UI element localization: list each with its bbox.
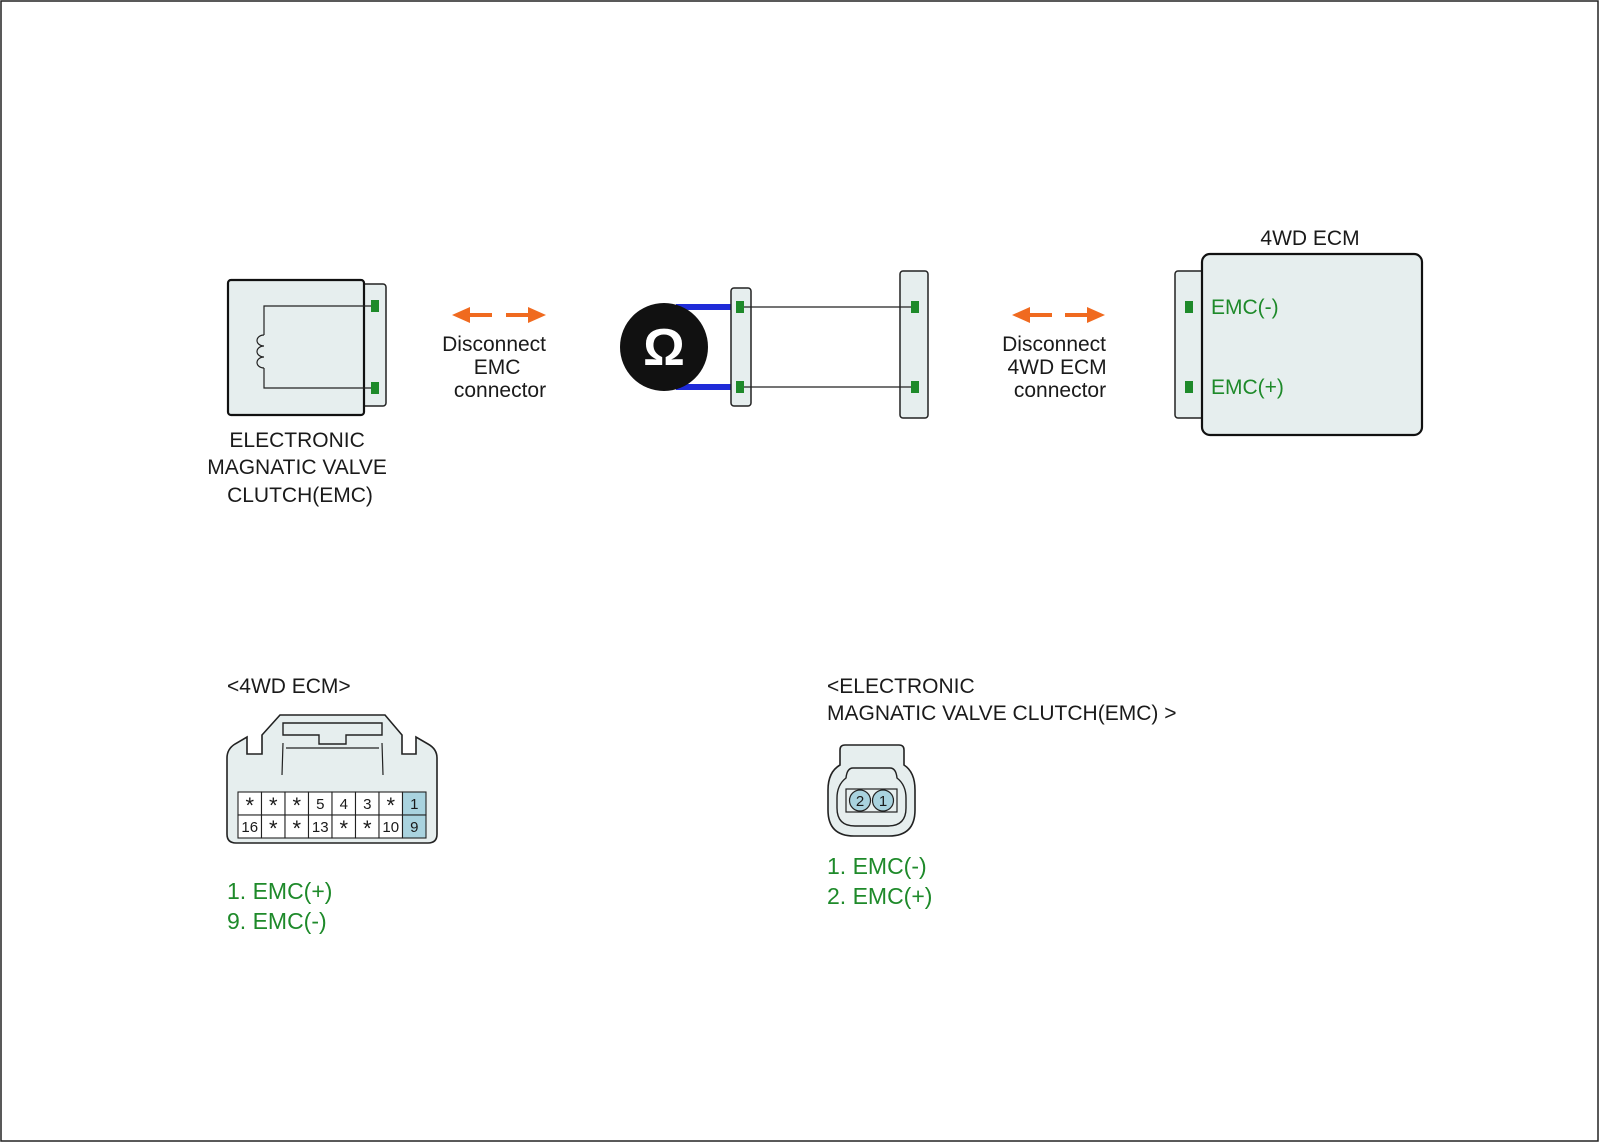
ecm-pin-cell-label: * — [363, 816, 372, 841]
omega-icon: Ω — [643, 319, 685, 377]
ecm-connector-title: <4WD ECM> — [227, 675, 351, 698]
disconnect-ecm-line: Disconnect — [1002, 333, 1106, 356]
emc-pin-entry: 2. EMC(+) — [827, 883, 932, 909]
ecm-pin-cell-label: 13 — [312, 819, 329, 836]
disconnect-ecm-line: 4WD ECM — [1007, 356, 1106, 379]
emc-connector-title-line: MAGNATIC VALVE CLUTCH(EMC) > — [827, 702, 1176, 725]
harness-pin — [911, 381, 919, 393]
disconnect-ecm-indicator: Disconnect 4WD ECM connector — [1002, 307, 1112, 402]
ecm-pin-cell-label: * — [292, 793, 301, 818]
ecm-pin-cell — [401, 814, 427, 839]
emc-pin-bottom — [371, 382, 379, 394]
double-arrow-icon — [1012, 307, 1105, 323]
ecm-connector-ridge — [381, 742, 384, 776]
coil-icon — [256, 334, 265, 369]
ecm-pin-cell-label: 16 — [241, 819, 258, 836]
emc-connector-pin-1 — [871, 789, 895, 812]
emc-label-line: MAGNATIC VALVE — [207, 456, 387, 479]
ecm-pin-cell-label: 9 — [410, 819, 418, 836]
ecm-title: 4WD ECM — [1260, 227, 1359, 250]
ecm-pin-top-label: EMC(-) — [1211, 296, 1279, 319]
emc-label: ELECTRONIC MAGNATIC VALVE CLUTCH(EMC) — [207, 429, 393, 507]
emc-connector-cell-label: 2 — [856, 793, 864, 810]
ecm-pin-cell-label: * — [269, 793, 278, 818]
ecm-pin-cell-label: 3 — [363, 796, 371, 813]
emc-label-line: CLUTCH(EMC) — [227, 484, 373, 507]
disconnect-emc-line: connector — [454, 379, 546, 402]
ecm-body — [1200, 252, 1424, 437]
emc-connector-cell-label: 1 — [879, 793, 887, 810]
ecm-connector-latch — [282, 722, 383, 745]
emc-body — [226, 278, 366, 417]
ecm-pin-cell-label: * — [292, 816, 301, 841]
ecm-pin-bottom-label: EMC(+) — [1211, 376, 1284, 399]
ecm-pin-cell-label: 1 — [410, 796, 418, 813]
ecm-connector-ridge — [281, 742, 284, 776]
emc-label-line: ELECTRONIC — [229, 429, 364, 452]
ecm-pin-bottom — [1185, 381, 1193, 393]
harness-pin — [911, 301, 919, 313]
double-arrow-icon — [452, 307, 546, 323]
disconnect-emc-line: EMC — [474, 356, 521, 379]
ohmmeter-circle — [620, 303, 708, 391]
ecm-pin-cell-label: 4 — [340, 796, 348, 813]
disconnect-emc-indicator: Disconnect EMC connector — [442, 307, 552, 402]
ecm-pin-entry: 1. EMC(+) — [227, 878, 332, 904]
emc-wire-top — [263, 305, 373, 335]
emc-component: ELECTRONIC MAGNATIC VALVE CLUTCH(EMC) — [207, 278, 393, 507]
ecm-pin-cell-label: * — [269, 816, 278, 841]
emc-connector-title-line: <ELECTRONIC — [827, 675, 975, 698]
emc-connector-face: <ELECTRONIC MAGNATIC VALVE CLUTCH(EMC) >… — [827, 675, 1176, 909]
disconnect-ecm-line: connector — [1014, 379, 1106, 402]
ecm-pin-top — [1185, 301, 1193, 313]
emc-pin-top — [371, 300, 379, 312]
ecm-pin-cell-label: 5 — [316, 796, 324, 813]
ecm-pin-cell-label: * — [339, 816, 348, 841]
harness-pin — [736, 381, 744, 393]
emc-wire-bottom — [263, 368, 373, 389]
emc-connector-title: <ELECTRONIC MAGNATIC VALVE CLUTCH(EMC) > — [827, 675, 1176, 725]
disconnect-ecm-label: Disconnect 4WD ECM connector — [1002, 333, 1112, 402]
ecm-component: 4WD ECM EMC(-) EMC(+) — [1174, 227, 1424, 437]
emc-connector-pin-2 — [848, 789, 872, 812]
emc-pin-entry: 1. EMC(-) — [827, 853, 927, 879]
ecm-pin-list: 1. EMC(+) 9. EMC(-) — [227, 878, 339, 934]
ecm-pin-cell-label: 10 — [382, 819, 399, 836]
harness-connector-left — [730, 287, 752, 407]
emc-pin-list: 1. EMC(-) 2. EMC(+) — [827, 853, 933, 909]
harness-pin — [736, 301, 744, 313]
ecm-pin-entry: 9. EMC(-) — [227, 908, 327, 934]
ohmmeter-harness: Ω — [620, 270, 929, 419]
harness-connector-right — [899, 270, 929, 419]
disconnect-emc-label: Disconnect EMC connector — [442, 333, 552, 402]
ecm-pin-cell-label: * — [245, 793, 254, 818]
ecm-pin-cell-label: * — [386, 793, 395, 818]
disconnect-emc-line: Disconnect — [442, 333, 546, 356]
